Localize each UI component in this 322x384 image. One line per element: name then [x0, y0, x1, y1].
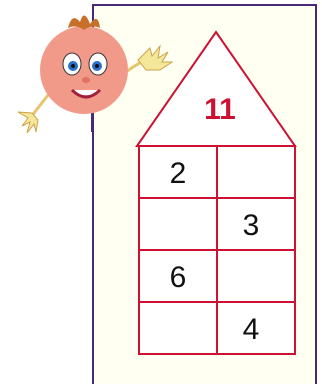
cell-row4-right[interactable]: 4 — [231, 315, 271, 345]
number-house — [137, 32, 295, 354]
smiling-girl-face-icon — [18, 15, 172, 133]
house-roof — [137, 32, 295, 146]
right-hand-icon — [138, 46, 172, 70]
cell-row3-left[interactable]: 6 — [158, 263, 198, 293]
roof-number: 11 — [190, 95, 250, 125]
cell-row1-left[interactable]: 2 — [158, 159, 198, 189]
left-hand-icon — [18, 112, 38, 133]
cell-row2-right[interactable]: 3 — [231, 211, 271, 241]
